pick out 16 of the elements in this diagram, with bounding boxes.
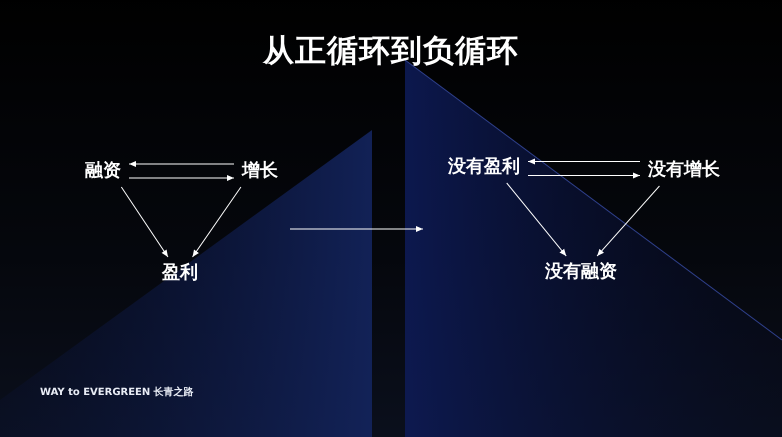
node-label: 融资 <box>85 160 121 182</box>
arrow <box>128 175 234 181</box>
arrow <box>192 186 242 258</box>
footer-text: WAY to EVERGREEN 长青之路 <box>40 385 194 399</box>
arrow <box>128 161 234 167</box>
arrow <box>120 186 168 258</box>
slide-title: 从正循环到负循环 <box>262 32 520 71</box>
node-label: 没有盈利 <box>448 156 520 178</box>
node-label: 没有融资 <box>545 261 617 283</box>
node-label: 没有增长 <box>648 159 720 181</box>
arrow <box>596 186 660 256</box>
arrow <box>506 182 567 256</box>
node-label: 盈利 <box>162 262 198 284</box>
arrow <box>528 172 640 178</box>
arrow <box>528 158 640 164</box>
node-label: 增长 <box>242 160 278 182</box>
